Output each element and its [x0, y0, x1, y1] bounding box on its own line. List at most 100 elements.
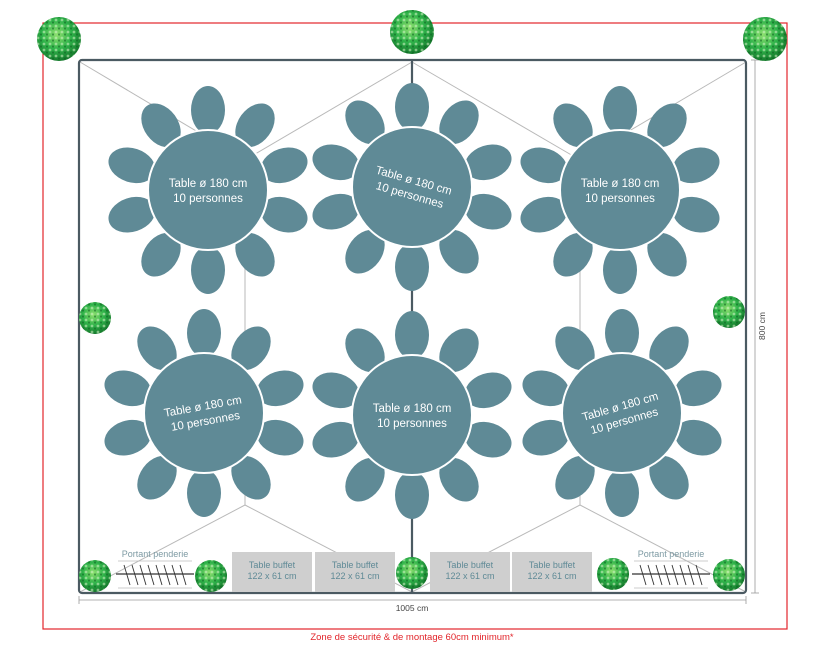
buffet-label-line2: 122 x 61 cm: [330, 571, 379, 581]
chair: [104, 419, 152, 456]
chair: [345, 229, 385, 274]
clothing-rack-label: Portant penderie: [122, 549, 189, 559]
chair: [235, 232, 275, 277]
chair: [256, 370, 304, 407]
chair: [345, 100, 385, 145]
chair: [312, 421, 360, 458]
table-top: [147, 129, 269, 251]
boxwood-plant-icon: [713, 296, 745, 328]
boxwood-plant-icon: [597, 558, 629, 590]
buffet-label-line2: 122 x 61 cm: [445, 571, 494, 581]
chair: [439, 457, 479, 502]
chair: [395, 83, 429, 131]
chair: [520, 147, 568, 184]
chair: [522, 370, 570, 407]
chair: [555, 326, 595, 371]
chair: [108, 147, 156, 184]
chair: [605, 469, 639, 517]
chair: [464, 421, 512, 458]
chair: [464, 372, 512, 409]
table-top: [351, 126, 473, 248]
boxwood-plant-icon: [390, 10, 434, 54]
buffet-label-line1: Table buffet: [447, 560, 494, 570]
buffet-label-line1: Table buffet: [529, 560, 576, 570]
boxwood-plant-icon: [79, 302, 111, 334]
chair: [647, 232, 687, 277]
boxwood-plant-icon: [396, 557, 428, 589]
chair: [231, 455, 271, 500]
boxwood-plant-icon: [79, 560, 111, 592]
clothing-rack-right: Portant penderie: [632, 549, 710, 589]
chair: [187, 469, 221, 517]
table-label-guests: 10 personnes: [173, 193, 243, 205]
table-top: [561, 352, 683, 474]
chair: [603, 86, 637, 134]
chair: [235, 103, 275, 148]
chair: [439, 328, 479, 373]
round-table-3: Table ø 180 cm 10 personnes: [520, 86, 720, 294]
chair: [555, 455, 595, 500]
chair: [647, 103, 687, 148]
chair: [520, 196, 568, 233]
chair: [137, 326, 177, 371]
buffet-label-line2: 122 x 61 cm: [527, 571, 576, 581]
buffet-label-line2: 122 x 61 cm: [247, 571, 296, 581]
width-dimension-line: [78, 596, 747, 604]
width-dimension-label: 1005 cm: [396, 603, 429, 613]
chair: [137, 455, 177, 500]
chair: [395, 471, 429, 519]
chair: [553, 103, 593, 148]
chair: [674, 370, 722, 407]
table-top: [143, 352, 265, 474]
table-top: [351, 354, 473, 476]
chair: [231, 326, 271, 371]
chair: [439, 100, 479, 145]
clothing-rack-left: Portant penderie: [116, 549, 194, 589]
buffet-table-2: Table buffet 122 x 61 cm: [315, 552, 395, 592]
table-label-guests: 10 personnes: [585, 193, 655, 205]
table-top: [559, 129, 681, 251]
chair: [260, 147, 308, 184]
chair: [395, 311, 429, 359]
chair: [312, 144, 360, 181]
chair: [649, 455, 689, 500]
chair: [141, 232, 181, 277]
chair: [345, 457, 385, 502]
buffet-label-line1: Table buffet: [249, 560, 296, 570]
table-label-size: Table ø 180 cm: [581, 178, 660, 190]
rack-hangers: [123, 564, 187, 586]
buffet-table-3: Table buffet 122 x 61 cm: [430, 552, 510, 592]
safety-zone-caption: Zone de sécurité & de montage 60cm minim…: [310, 632, 514, 643]
chair: [191, 86, 225, 134]
chair: [672, 147, 720, 184]
chair: [672, 196, 720, 233]
height-dimension-label: 800 cm: [757, 312, 767, 340]
boxwood-plant-icon: [195, 560, 227, 592]
chair: [439, 229, 479, 274]
chair: [108, 196, 156, 233]
height-dimension-line: [751, 59, 759, 594]
rack-hangers: [639, 564, 703, 586]
buffet-table-1: Table buffet 122 x 61 cm: [232, 552, 312, 592]
chair: [256, 419, 304, 456]
round-table-1: Table ø 180 cm 10 personnes: [108, 86, 308, 294]
chair: [674, 419, 722, 456]
chair: [605, 309, 639, 357]
chair: [345, 328, 385, 373]
chair: [464, 193, 512, 230]
boxwood-plant-icon: [743, 17, 787, 61]
chair: [649, 326, 689, 371]
chair: [191, 246, 225, 294]
table-label-size: Table ø 180 cm: [373, 403, 452, 415]
chair: [312, 193, 360, 230]
chair: [141, 103, 181, 148]
chair: [603, 246, 637, 294]
chair: [312, 372, 360, 409]
table-label-size: Table ø 180 cm: [169, 178, 248, 190]
chair: [260, 196, 308, 233]
